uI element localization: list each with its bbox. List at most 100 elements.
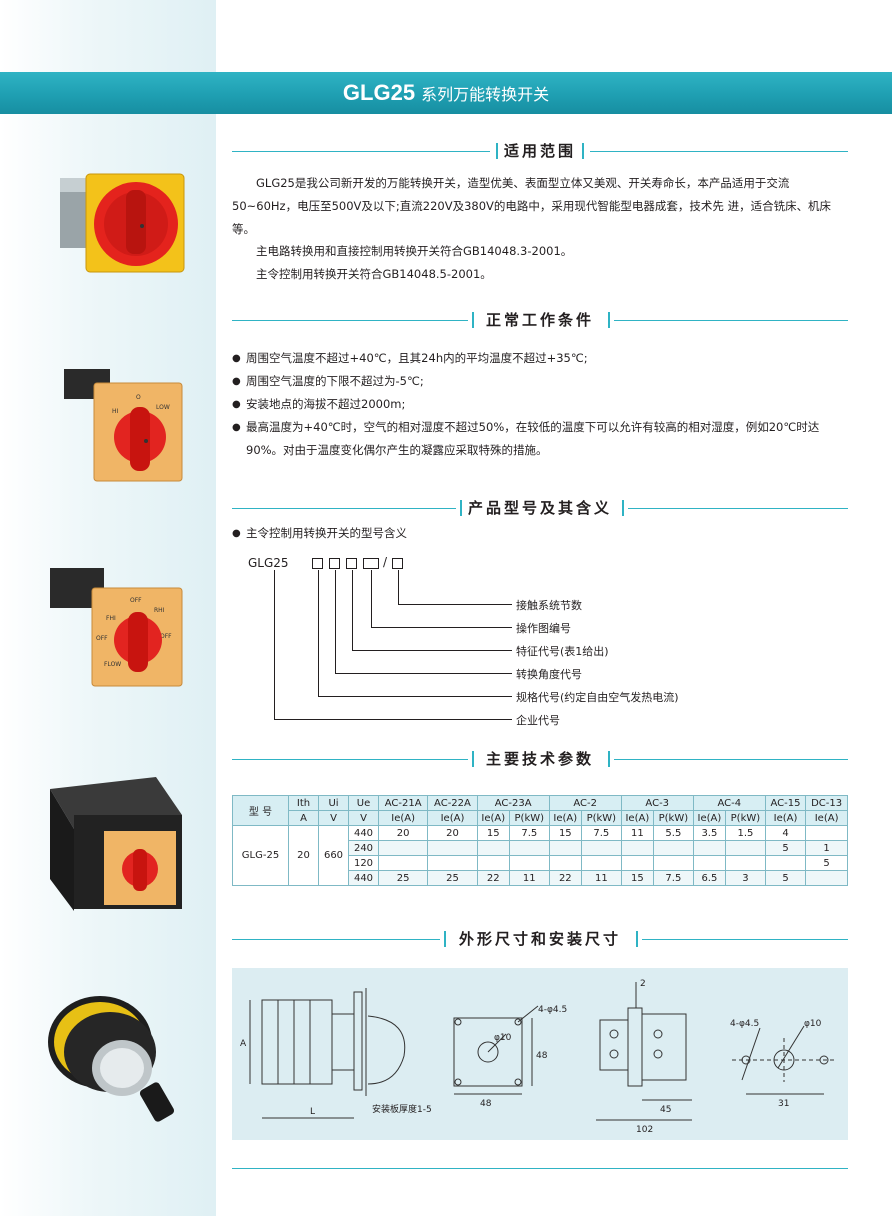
dim-31: 31 bbox=[778, 1099, 789, 1109]
dim-2: 2 bbox=[640, 979, 646, 989]
table-subheader: Ie(A) bbox=[620, 810, 654, 826]
dial-label-flow: FLOW bbox=[104, 661, 121, 668]
technical-parameters-table: 型 号 Ith Ui Ue AC-21A AC-22A AC-23A AC-2 … bbox=[232, 795, 848, 886]
scope-standard-2: 主令控制用转换开关符合GB14048.5-2001。 bbox=[256, 267, 492, 281]
code-meaning: 接触系统节数 bbox=[516, 599, 582, 612]
dial-label-rhi: RHI bbox=[154, 607, 165, 614]
section-heading-conditions: 正常工作条件 bbox=[232, 310, 848, 330]
table-cell: 7.5 bbox=[508, 825, 550, 841]
table-cell: 20 bbox=[427, 825, 478, 841]
table-subheader: Ie(A) bbox=[427, 810, 478, 826]
table-cell bbox=[377, 855, 429, 871]
table-header: AC-2 bbox=[548, 795, 622, 811]
table-cell: 20 bbox=[377, 825, 429, 841]
scope-standard-1: 主电路转换用和直接控制用转换开关符合GB14048.3-2001。 bbox=[256, 244, 573, 258]
section-title-scope: 适用范围 bbox=[503, 142, 576, 160]
table-cell: 5 bbox=[805, 855, 848, 871]
dim-holes-b: 4-φ4.5 bbox=[730, 1019, 759, 1029]
table-cell: 120 bbox=[348, 855, 379, 871]
table-subheader: Ie(A) bbox=[476, 810, 510, 826]
model-code: GLG25 bbox=[248, 556, 289, 570]
switch-photo-1 bbox=[60, 173, 185, 273]
code-box-5 bbox=[392, 558, 403, 569]
table-header: AC-23A bbox=[476, 795, 550, 811]
switch-photo-5 bbox=[48, 996, 175, 1122]
table-subheader: Ie(A) bbox=[377, 810, 429, 826]
table-cell: 440 bbox=[348, 825, 379, 841]
table-cell bbox=[548, 840, 582, 856]
table-header: Ue bbox=[348, 795, 379, 811]
table-cell: 3 bbox=[725, 870, 766, 886]
section-title-dimensions: 外形尺寸和安装尺寸 bbox=[458, 930, 621, 948]
table-header: DC-13 bbox=[805, 795, 848, 811]
dial-label-off-top: OFF bbox=[130, 597, 142, 604]
dial-label-hi: HI bbox=[112, 408, 119, 415]
table-cell-ui: 660 bbox=[318, 825, 349, 886]
table-cell: 25 bbox=[427, 870, 478, 886]
table-cell bbox=[580, 840, 622, 856]
dimension-drawing-svg: A L 安装板厚度1-5 4-φ4.5 φ10 48 48 2 45 102 4… bbox=[240, 979, 836, 1135]
list-item: 周围空气温度不超过+40℃，且其24h内的平均温度不超过+35℃; bbox=[232, 347, 852, 370]
table-cell bbox=[725, 855, 766, 871]
table-cell bbox=[377, 840, 429, 856]
dim-48-v: 48 bbox=[536, 1051, 548, 1061]
table-cell: 5.5 bbox=[652, 825, 694, 841]
dim-48-h: 48 bbox=[480, 1099, 492, 1109]
table-row: GLG-25 20 660 440 20 20 15 7.5 15 7.5 11… bbox=[232, 825, 848, 886]
table-cell bbox=[620, 840, 654, 856]
code-meaning: 转换角度代号 bbox=[516, 668, 582, 681]
table-cell: 1.5 bbox=[725, 825, 766, 841]
series-title: 系列万能转换开关 bbox=[421, 85, 550, 104]
list-item: 安装地点的海拔不超过2000m; bbox=[232, 393, 852, 416]
model-bullet: 主令控制用转换开关的型号含义 bbox=[232, 522, 852, 545]
table-cell: 1 bbox=[805, 840, 848, 856]
dim-l: L bbox=[310, 1107, 315, 1117]
table-cell-ith: 20 bbox=[288, 825, 319, 886]
table-cell: 15 bbox=[548, 825, 582, 841]
switch-photo-4 bbox=[50, 777, 182, 911]
dial-label-low: LOW bbox=[156, 404, 170, 411]
page-title: GLG25 系列万能转换开关 bbox=[0, 72, 892, 114]
model-code-diagram: GLG25 / 接触系统节数 操作图编号 特征代号(表1给出) 转换角度代号 规… bbox=[232, 520, 712, 740]
table-cell: 440 bbox=[348, 870, 379, 886]
table-subheader: P(kW) bbox=[580, 810, 622, 826]
table-header: AC-4 bbox=[692, 795, 766, 811]
list-item: 周围空气温度的下限不超过为-5℃; bbox=[232, 370, 852, 393]
section-heading-scope: 适用范围 bbox=[232, 141, 848, 161]
table-subheader: A bbox=[288, 810, 319, 826]
series-code: GLG25 bbox=[342, 80, 416, 105]
table-header: AC-21A bbox=[377, 795, 429, 811]
title-banner bbox=[0, 72, 892, 114]
table-cell bbox=[764, 855, 807, 871]
table-subheader: Ie(A) bbox=[548, 810, 582, 826]
table-cell bbox=[427, 840, 478, 856]
conditions-list: 周围空气温度不超过+40℃，且其24h内的平均温度不超过+35℃; 周围空气温度… bbox=[232, 347, 852, 462]
section-heading-dimensions: 外形尺寸和安装尺寸 bbox=[232, 929, 848, 949]
table-row: 240 5 1 bbox=[233, 840, 848, 856]
dim-102: 102 bbox=[636, 1125, 653, 1135]
table-cell bbox=[580, 855, 622, 871]
code-box-4 bbox=[363, 558, 379, 569]
table-cell: 11 bbox=[620, 825, 654, 841]
dimension-drawings: A L 安装板厚度1-5 4-φ4.5 φ10 48 48 2 45 102 4… bbox=[232, 968, 848, 1140]
table-cell bbox=[652, 840, 694, 856]
table-cell: 5 bbox=[764, 870, 807, 886]
table-row: 120 5 bbox=[233, 855, 848, 871]
section-heading-model: 产品型号及其含义 bbox=[232, 498, 848, 518]
table-header: 型 号 bbox=[232, 795, 289, 826]
table-row: 440 25 25 22 11 22 11 15 7.5 6.5 3 5 bbox=[233, 870, 848, 886]
table-subheader: V bbox=[348, 810, 379, 826]
code-box-3 bbox=[346, 558, 357, 569]
code-meaning: 企业代号 bbox=[516, 714, 560, 727]
table-cell bbox=[692, 855, 727, 871]
table-subheader: P(kW) bbox=[652, 810, 694, 826]
table-subheader: Ie(A) bbox=[692, 810, 727, 826]
table-cell bbox=[427, 855, 478, 871]
table-cell: 15 bbox=[476, 825, 510, 841]
table-subheader: P(kW) bbox=[508, 810, 550, 826]
list-item: 主令控制用转换开关的型号含义 bbox=[232, 522, 852, 545]
table-cell: 7.5 bbox=[580, 825, 622, 841]
table-cell: 22 bbox=[548, 870, 582, 886]
table-cell bbox=[508, 855, 550, 871]
table-cell: 15 bbox=[620, 870, 654, 886]
